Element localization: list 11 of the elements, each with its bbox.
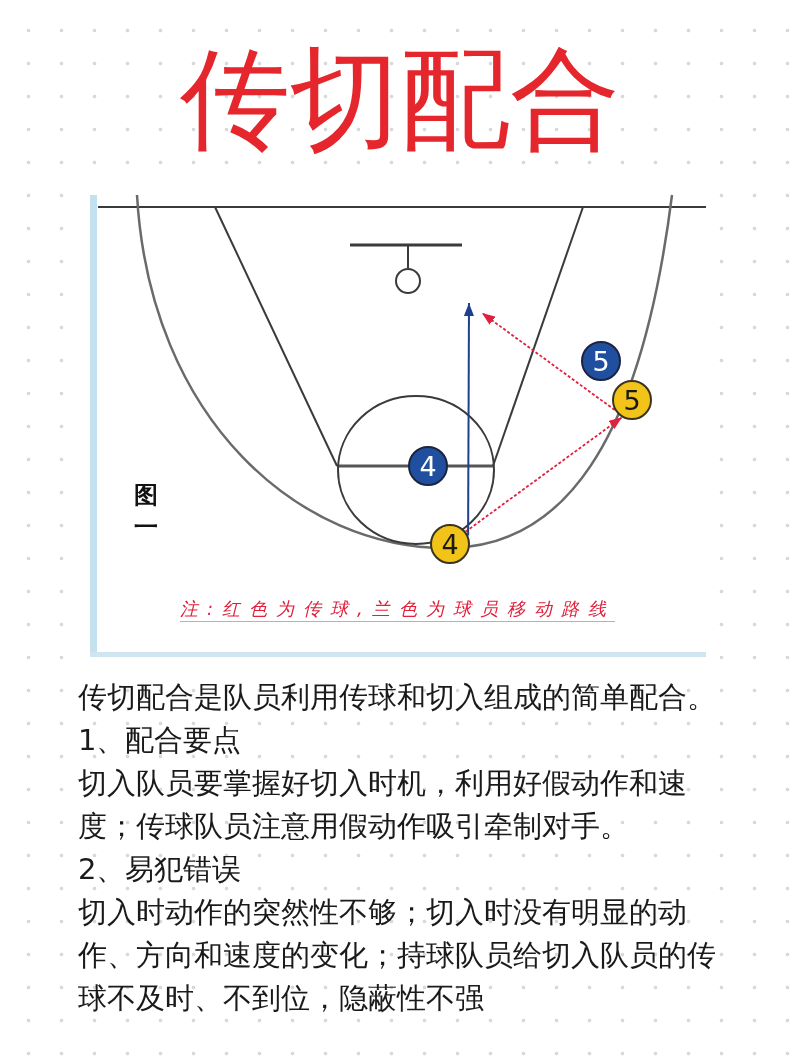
section-heading: 2、易犯错误: [78, 851, 243, 888]
title: 传切配合: [180, 42, 620, 158]
dotted-arrow: [481, 312, 616, 411]
arrow: [463, 302, 474, 537]
dotted-arrow: [464, 416, 623, 533]
section-heading: 1、配合要点: [78, 722, 243, 759]
body-text: 切入时动作的突然性不够；切入时没有明显的动作、方向和速度的变化；持球队员给切入队员的传球不及时、不到位，隐蔽性不强: [78, 894, 717, 1017]
body-text: 切入队员要掌握好切入时机，利用好假动作和速度；传球队员注意用假动作吸引牵制对手。: [78, 765, 688, 845]
intro-text: 传切配合是队员利用传球和切入组成的简单配合。: [78, 679, 717, 716]
note-text: 注:红色为传球,兰色为球员移动路线: [180, 597, 615, 622]
figure-label: 图一: [133, 480, 159, 543]
